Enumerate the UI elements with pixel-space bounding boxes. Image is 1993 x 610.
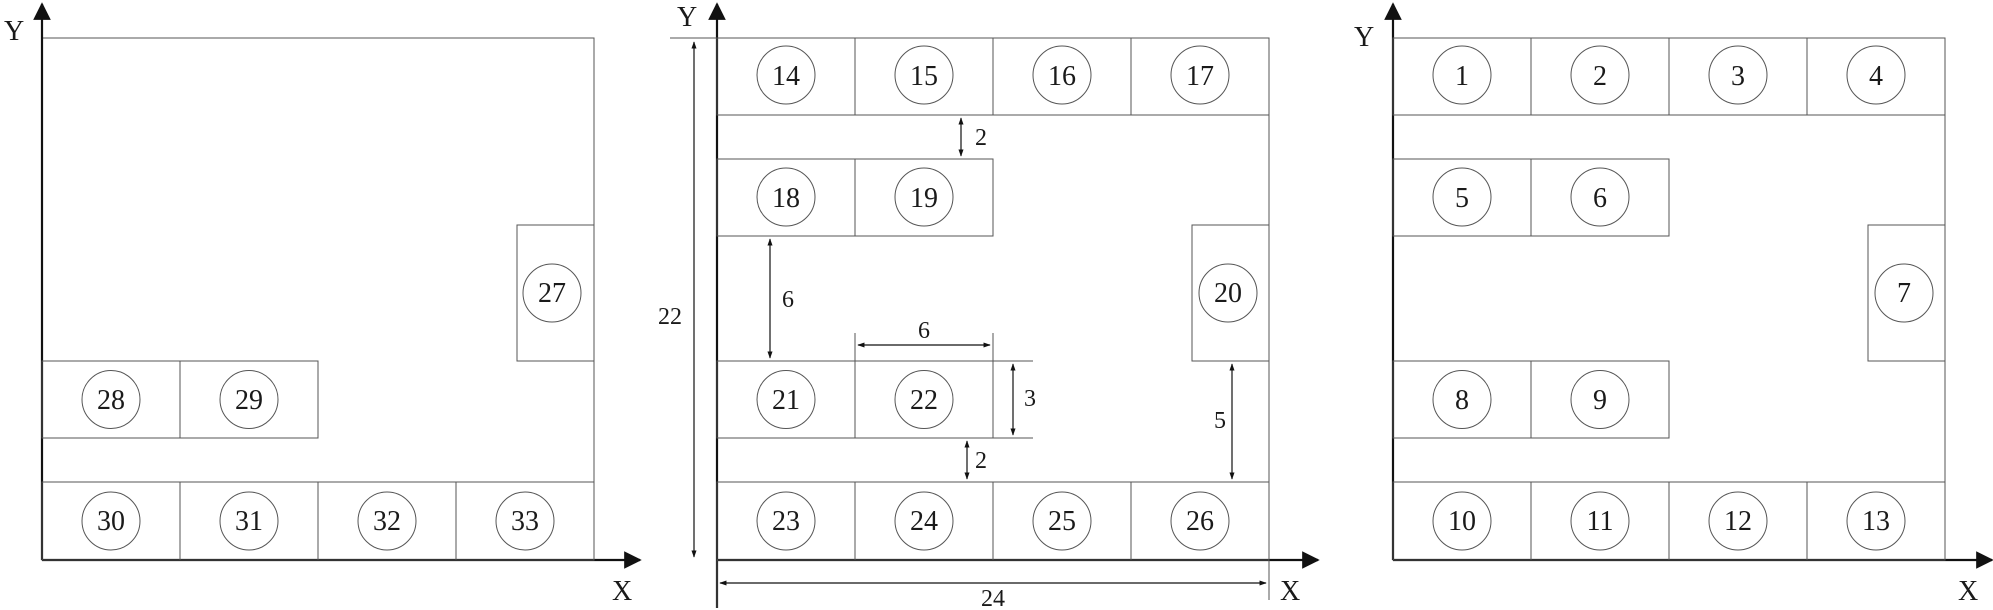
cell-number: 22 — [910, 385, 938, 416]
cell-number: 12 — [1724, 506, 1752, 537]
cell: 14 — [716, 37, 856, 116]
cell-number: 21 — [772, 385, 800, 416]
dimension-label: 5 — [1214, 408, 1226, 434]
x-axis: X — [1393, 551, 1993, 607]
cell-number: 6 — [1593, 183, 1607, 214]
x-axis-label: X — [612, 576, 632, 607]
cell: 32 — [317, 481, 457, 561]
cell: 12 — [1668, 481, 1808, 561]
x-axis-label: X — [1280, 576, 1300, 607]
cell: 26 — [1130, 481, 1270, 561]
cell-number: 13 — [1862, 506, 1890, 537]
x-axis-label: X — [1958, 576, 1978, 607]
cell: 3 — [1668, 37, 1808, 116]
y-axis: Y — [1354, 2, 1402, 560]
cell-number: 29 — [235, 385, 263, 416]
y-axis-label: Y — [677, 2, 697, 33]
cell-number: 24 — [910, 506, 938, 537]
cell-number: 5 — [1455, 183, 1469, 214]
cell-number: 19 — [910, 183, 938, 214]
cell: 7 — [1867, 224, 1946, 362]
cell-number: 8 — [1455, 385, 1469, 416]
cell-number: 14 — [772, 61, 800, 92]
cell: 13 — [1806, 481, 1946, 561]
cell: 28 — [41, 360, 181, 439]
panel-right: X Y 1 2 3 4 — [1354, 2, 1993, 607]
cell-number: 25 — [1048, 506, 1076, 537]
cell: 16 — [992, 37, 1132, 116]
y-axis-label: Y — [1354, 22, 1374, 53]
cell: 18 — [716, 158, 856, 237]
cell-number: 28 — [97, 385, 125, 416]
cell: 9 — [1530, 360, 1670, 439]
dimension-right-gap: 5 — [1214, 363, 1235, 480]
cell-number: 7 — [1897, 278, 1911, 309]
dimension-cell-width: 6 — [854, 318, 994, 438]
cell: 31 — [179, 481, 319, 561]
dimension-aisle-gap-bottom: 2 — [964, 440, 987, 480]
dimension-label: 22 — [658, 304, 682, 330]
cell: 10 — [1392, 481, 1532, 561]
cell: 21 — [716, 360, 856, 439]
cell: 33 — [455, 481, 595, 561]
dimension-total-width: 24 — [716, 560, 1270, 610]
cell: 27 — [516, 224, 595, 362]
cell-number: 1 — [1455, 61, 1469, 92]
cell: 8 — [1392, 360, 1532, 439]
cell: 15 — [854, 37, 994, 116]
dimension-label: 6 — [782, 287, 794, 313]
dimension-aisle-gap-top: 2 — [958, 117, 987, 157]
cell: 23 — [716, 481, 856, 561]
cell: 30 — [41, 481, 181, 561]
y-axis-label: Y — [4, 16, 24, 47]
cell-number: 32 — [373, 506, 401, 537]
dimension-label: 3 — [1024, 386, 1036, 412]
cell-number: 17 — [1186, 61, 1214, 92]
y-axis: Y — [4, 2, 51, 560]
cell: 29 — [179, 360, 319, 439]
dimension-cell-height: 3 — [993, 360, 1036, 439]
cell: 2 — [1530, 37, 1670, 116]
cell-number: 3 — [1731, 61, 1745, 92]
cell: 1 — [1392, 37, 1532, 116]
y-axis: Y — [677, 2, 726, 608]
cell-number: 26 — [1186, 506, 1214, 537]
cell-number: 10 — [1448, 506, 1476, 537]
cell: 20 — [1191, 224, 1270, 362]
cell: 5 — [1392, 158, 1532, 237]
panel-middle: X Y 14 15 16 17 — [658, 2, 1320, 610]
cell: 19 — [854, 158, 994, 237]
cell-number: 18 — [772, 183, 800, 214]
cell: 17 — [1130, 37, 1270, 116]
cell-number: 27 — [538, 278, 566, 309]
cell-number: 30 — [97, 506, 125, 537]
dimension-label: 24 — [981, 586, 1005, 610]
cell: 11 — [1530, 481, 1670, 561]
cell-number: 4 — [1869, 61, 1883, 92]
dimension-vertical-gap: 6 — [767, 238, 794, 359]
cell: 25 — [992, 481, 1132, 561]
cell: 6 — [1530, 158, 1670, 237]
cell-number: 16 — [1048, 61, 1076, 92]
dimension-label: 2 — [975, 125, 987, 151]
cell-number: 33 — [511, 506, 539, 537]
cell: 24 — [854, 481, 994, 561]
cell-number: 23 — [772, 506, 800, 537]
cell-number: 9 — [1593, 385, 1607, 416]
cell-number: 11 — [1587, 506, 1614, 537]
dimension-label: 2 — [975, 448, 987, 474]
cell: 22 — [854, 360, 994, 439]
dimension-total-height: 22 — [658, 37, 717, 558]
dimension-label: 6 — [918, 318, 930, 344]
cell-number: 15 — [910, 61, 938, 92]
cell-number: 2 — [1593, 61, 1607, 92]
cell-number: 31 — [235, 506, 263, 537]
panel-left: X Y 28 29 30 31 — [4, 2, 642, 607]
x-axis: X — [42, 551, 642, 607]
cell-number: 20 — [1214, 278, 1242, 309]
cell: 4 — [1806, 37, 1946, 116]
